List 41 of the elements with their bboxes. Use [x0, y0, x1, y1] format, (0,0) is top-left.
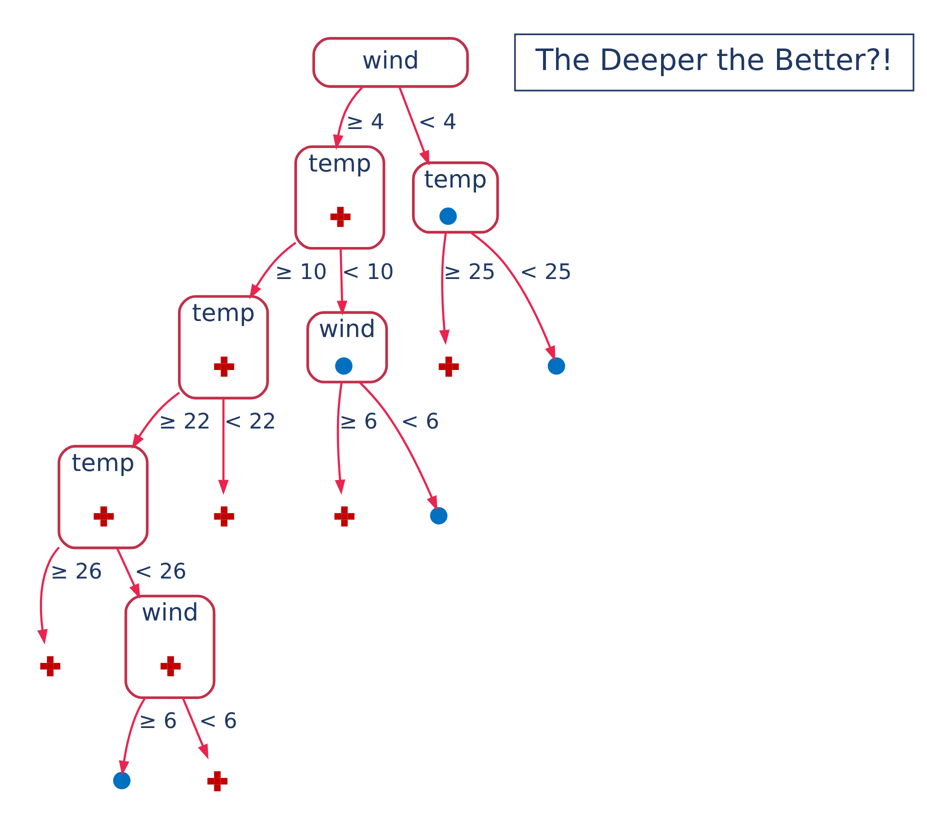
edge-label: ≥ 6 — [339, 409, 378, 434]
node-circle — [430, 506, 448, 524]
edge-label: ≥ 10 — [275, 259, 327, 284]
node-circle — [439, 207, 457, 224]
edge-label: < 22 — [224, 409, 276, 434]
cluster: temp — [294, 144, 386, 250]
edge-label: < 10 — [342, 259, 394, 284]
arrow — [333, 86, 364, 150]
edge-label: ≥ 4 — [346, 110, 384, 135]
cluster: temp — [58, 444, 149, 549]
cluster: wind — [124, 594, 216, 698]
cluster: wind — [306, 310, 388, 383]
edge-label: ≥ 6 — [138, 708, 178, 734]
node-circle — [113, 771, 130, 789]
edge-label: < 4 — [418, 110, 457, 135]
arrow — [218, 398, 229, 494]
node-box: The Deeper the Better?! — [514, 33, 914, 91]
edge-label: ≥ 25 — [444, 259, 496, 284]
arrow — [132, 391, 180, 449]
arrow — [439, 232, 450, 344]
arrow — [336, 248, 348, 316]
arrow — [182, 696, 208, 759]
edge-label: ≥ 26 — [50, 558, 102, 584]
edge-label: < 6 — [198, 708, 238, 734]
cluster: temp — [178, 294, 269, 399]
arrow — [470, 230, 556, 361]
node-circle — [548, 356, 566, 374]
arrow — [116, 546, 140, 598]
edge-label: ≥ 22 — [158, 409, 211, 434]
arrow — [398, 86, 430, 166]
node-circle — [335, 356, 352, 374]
arrow — [249, 241, 296, 299]
arrow — [37, 546, 60, 644]
cluster: temp — [412, 160, 499, 234]
arrow — [334, 381, 346, 494]
arrow — [118, 696, 146, 776]
node-box: wind — [312, 36, 469, 88]
arrow — [358, 380, 438, 511]
edge-label: < 25 — [520, 259, 572, 284]
edge-label: < 26 — [134, 558, 187, 584]
edge-label: < 6 — [400, 409, 440, 434]
